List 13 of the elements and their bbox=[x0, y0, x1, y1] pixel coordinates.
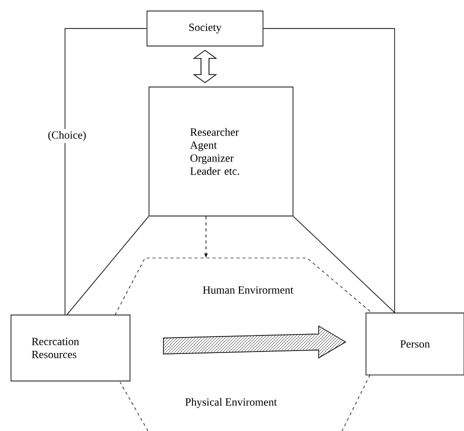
arrow bbox=[163, 325, 346, 359]
edge-label: (Choice) bbox=[46, 129, 88, 143]
region-label: Human Envirorment bbox=[202, 285, 294, 295]
box: Recrcation Resources bbox=[10, 314, 130, 382]
connector-line bbox=[293, 216, 395, 313]
connector-line bbox=[64, 28, 147, 315]
box: Researcher Agent Organizer Leader etc. bbox=[148, 86, 294, 216]
connector-line bbox=[66, 216, 149, 315]
box: Person bbox=[366, 312, 464, 376]
region-label: Physical Enviroment bbox=[184, 396, 278, 409]
connector-line bbox=[263, 28, 395, 313]
box: Society bbox=[146, 10, 264, 46]
arrow bbox=[192, 50, 218, 84]
